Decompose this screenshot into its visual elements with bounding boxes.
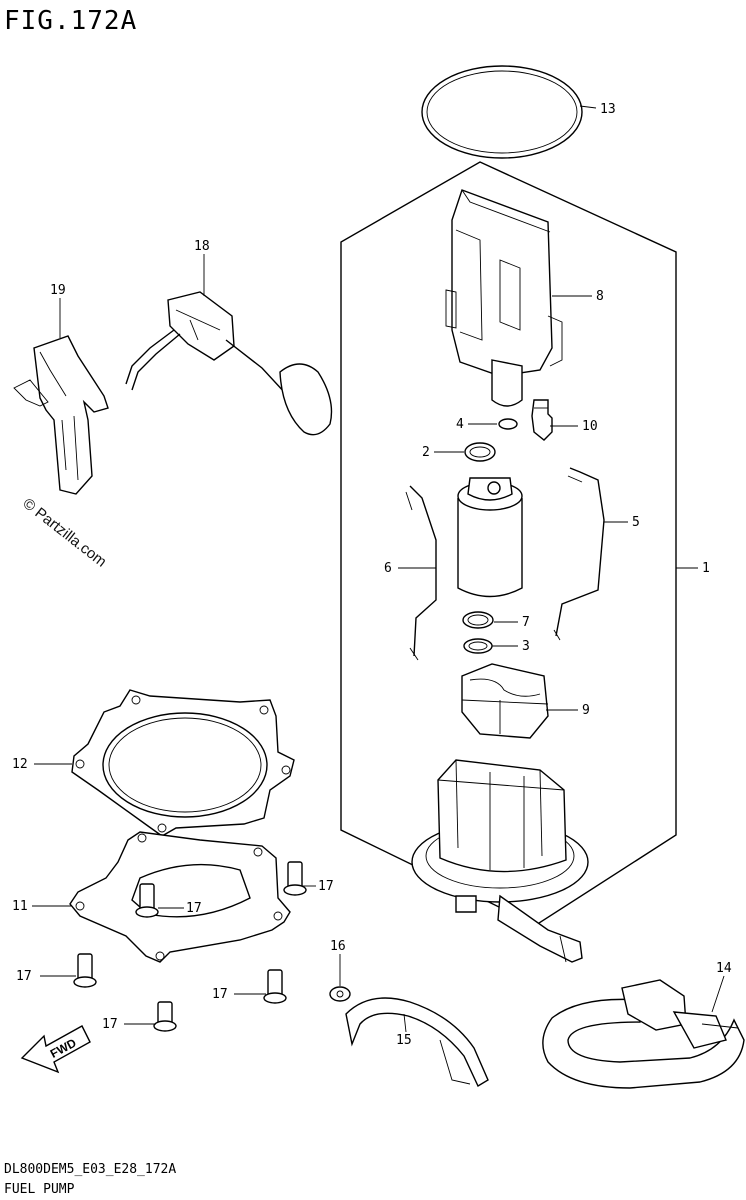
- callout-19[interactable]: 19: [50, 283, 66, 298]
- callout-14[interactable]: 14: [716, 961, 732, 976]
- callout-labels: 13 8 18 19 4 10 2 5 1 6 7 3 9 12 11 17 1…: [12, 102, 732, 1048]
- part-17-bolt-b[interactable]: [283, 861, 307, 896]
- part-13-o-ring[interactable]: [421, 65, 583, 159]
- callout-15[interactable]: 15: [396, 1033, 412, 1048]
- part-10-valve[interactable]: [531, 399, 553, 441]
- part-17-bolt-c[interactable]: [73, 953, 97, 988]
- callout-7[interactable]: 7: [522, 615, 530, 630]
- part-17-bolt-d[interactable]: [263, 969, 287, 1004]
- part-6-wire-bracket[interactable]: [405, 485, 437, 661]
- callout-11[interactable]: 11: [12, 899, 28, 914]
- callout-6[interactable]: 6: [384, 561, 392, 576]
- part-17-bolt-e[interactable]: [153, 1001, 177, 1032]
- fuel-pump-exploded-diagram: FWD 13 8 18 19 4 10 2 5 1: [12, 65, 745, 1089]
- fuel-pump-motor[interactable]: [457, 477, 523, 598]
- part-16-clip-bolt[interactable]: [329, 986, 351, 1002]
- callout-5[interactable]: 5: [632, 515, 640, 530]
- callout-17-b[interactable]: 17: [318, 879, 334, 894]
- callout-12[interactable]: 12: [12, 757, 28, 772]
- part-14-fuel-hose[interactable]: [542, 979, 745, 1089]
- pump-base-reservoir[interactable]: [411, 759, 589, 963]
- part-7-o-ring[interactable]: [462, 611, 494, 629]
- part-2-o-ring[interactable]: [464, 442, 496, 462]
- part-19-bracket[interactable]: [13, 335, 109, 495]
- callout-1[interactable]: 1: [702, 561, 710, 576]
- part-8-filter-housing[interactable]: [445, 189, 563, 407]
- callout-17-a[interactable]: 17: [186, 901, 202, 916]
- part-18-fuel-level-gauge[interactable]: [125, 291, 333, 436]
- part-3-o-ring[interactable]: [463, 638, 493, 654]
- callout-8[interactable]: 8: [596, 289, 604, 304]
- part-4-small-o-ring[interactable]: [498, 418, 518, 430]
- part-9-holder[interactable]: [461, 663, 549, 739]
- part-11-plate[interactable]: [69, 831, 291, 963]
- callout-9[interactable]: 9: [582, 703, 590, 718]
- callout-4[interactable]: 4: [456, 417, 464, 432]
- part-5-wire-bracket[interactable]: [553, 467, 605, 641]
- part-17-bolt-a[interactable]: [135, 883, 159, 918]
- callout-17-d[interactable]: 17: [212, 987, 228, 1002]
- callout-18[interactable]: 18: [194, 239, 210, 254]
- callout-17-e[interactable]: 17: [102, 1017, 118, 1032]
- callout-17-c[interactable]: 17: [16, 969, 32, 984]
- footer-diagram-code: DL800DEM5_E03_E28_172A: [4, 1162, 177, 1177]
- figure-title: FIG.172A: [4, 6, 138, 36]
- part-15-clamp-strap[interactable]: [345, 997, 489, 1087]
- fwd-arrow-icon: FWD: [20, 1025, 91, 1074]
- footer-diagram-name: FUEL PUMP: [4, 1182, 75, 1197]
- callout-2[interactable]: 2: [422, 445, 430, 460]
- callout-16[interactable]: 16: [330, 939, 346, 954]
- leader-lines: [32, 105, 725, 1033]
- part-12-gasket[interactable]: [71, 689, 295, 837]
- callout-13[interactable]: 13: [600, 102, 616, 117]
- callout-3[interactable]: 3: [522, 639, 530, 654]
- callout-10[interactable]: 10: [582, 419, 598, 434]
